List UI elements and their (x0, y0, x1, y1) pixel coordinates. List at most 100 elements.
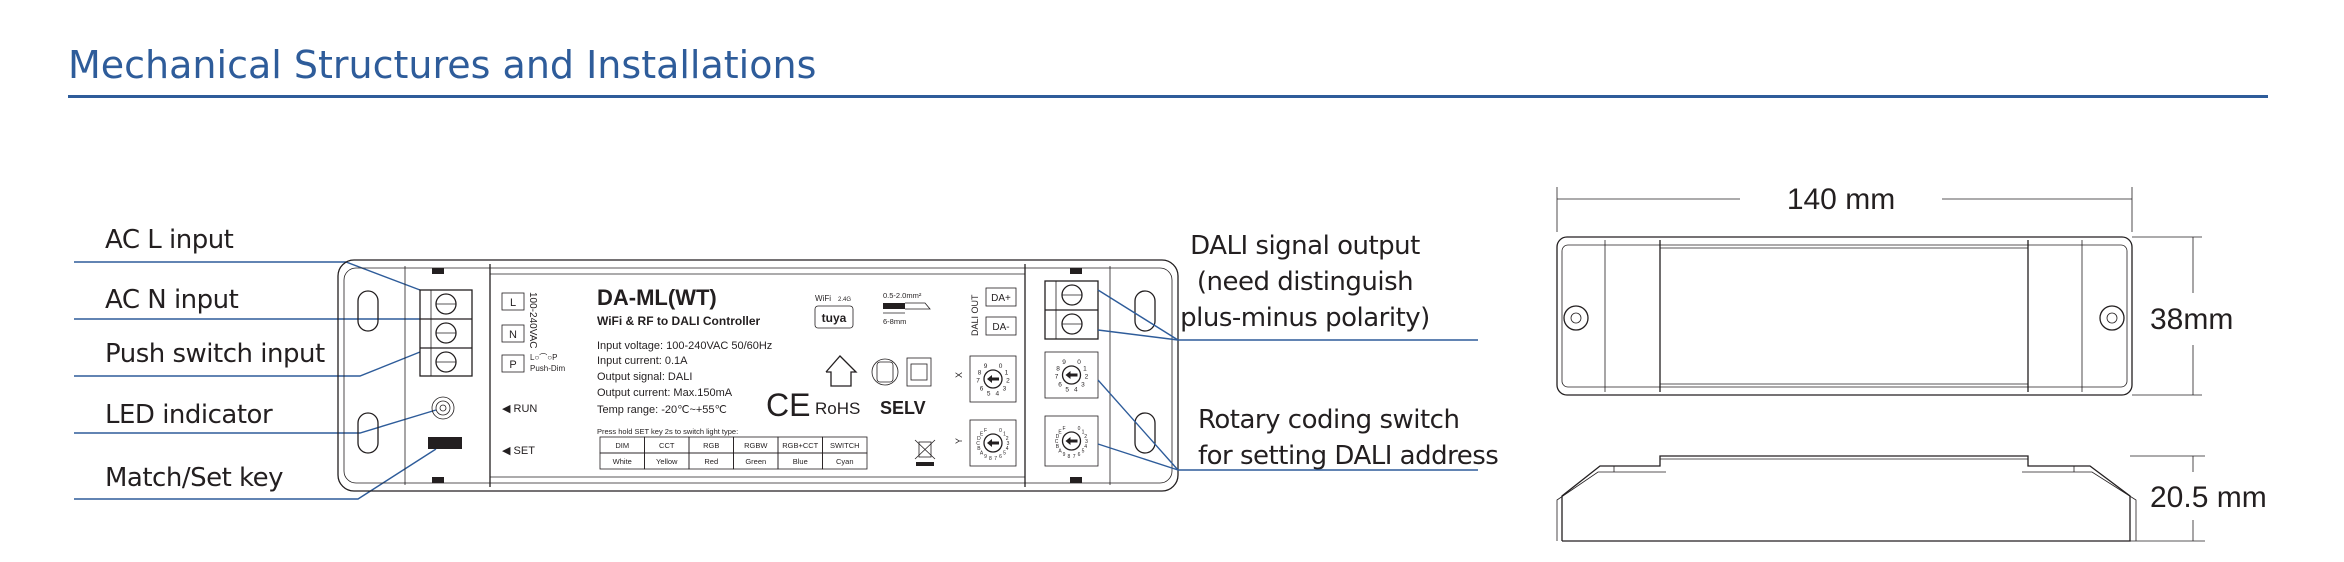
callout-rotary-line1: Rotary coding switch (1198, 405, 1459, 435)
wire-gauge: 0.5-2.0mm² (883, 291, 922, 300)
rotary-digit: 6 (1058, 382, 1062, 389)
rotary-digit: 4 (1006, 446, 1009, 452)
voltage-label: 100-240VAC (527, 292, 538, 349)
length-dimension: 140 mm (1787, 183, 1895, 216)
indoor-use-icon (825, 355, 858, 387)
spec-line: Input current: 0.1A (597, 355, 688, 367)
ce-mark: CE (766, 387, 810, 423)
spec-line: Input voltage: 100-240VAC 50/60Hz (597, 340, 772, 352)
model-name: DA-ML(WT) (597, 285, 717, 310)
spec-line: Temp range: -20℃~+55℃ (597, 404, 727, 416)
table-color: Cyan (836, 457, 854, 466)
table-caption: Press hold SET key 2s to switch light ty… (597, 427, 738, 436)
rotary-y-label: Y (954, 438, 964, 444)
height-dimension: 20.5 mm (2150, 481, 2267, 514)
arrow-icon (1065, 371, 1078, 379)
rotary-digit: 9 (984, 454, 987, 460)
rotary-digit: 5 (1065, 386, 1069, 393)
spec-line: Output current: Max.150mA (597, 387, 733, 399)
rotary-digit: 0 (999, 363, 1003, 370)
strip-length: 6-8mm (883, 317, 906, 326)
rotary-digit: 5 (1003, 451, 1006, 457)
set-key (428, 437, 462, 449)
rotary-digit: 3 (1003, 386, 1007, 393)
rotary-digit: 2 (1006, 378, 1010, 385)
mounting-slot (1134, 412, 1156, 454)
spec-line: Output signal: DALI (597, 371, 692, 383)
rotary-digit: F (984, 428, 987, 434)
rotary-digit: 1 (1082, 429, 1085, 435)
leader-line (74, 409, 437, 434)
table-color: Blue (793, 457, 808, 466)
callout-dali-line1: DALI signal output (1190, 231, 1420, 261)
output-terminal-block (1044, 280, 1099, 340)
independent-icon (906, 357, 932, 387)
rotary-digit: C (1055, 439, 1059, 445)
rotary-digit: 9 (984, 363, 988, 370)
rotary-digit: 5 (1082, 449, 1085, 455)
rotary-digit: 3 (1081, 382, 1085, 389)
rotary-dial (983, 433, 1003, 453)
callout-push-switch: Push switch input (105, 339, 325, 369)
rotary-digit: 7 (976, 378, 980, 385)
leader-line (1097, 329, 1179, 341)
page-title: Mechanical Structures and Installations (68, 43, 816, 87)
rotary-digit: D (977, 436, 981, 442)
table-color: Green (745, 457, 766, 466)
da-minus-label: DA- (992, 322, 1009, 333)
rotary-digit: E (1058, 429, 1062, 435)
mounting-slot (357, 412, 379, 454)
svg-text:tuya: tuya (822, 311, 847, 325)
rotary-digit: 4 (995, 390, 999, 397)
callout-ac-n: AC N input (105, 285, 239, 315)
tuya-logo: tuya (814, 305, 854, 329)
rohs-mark: RoHS (815, 399, 860, 418)
table-header: DIM (615, 441, 629, 450)
rotary-dial (1061, 431, 1082, 451)
table-cell (822, 452, 868, 470)
rotary-dial (1061, 365, 1082, 385)
rotary-digit: 2 (1085, 374, 1089, 381)
set-label: ◀ SET (502, 445, 535, 457)
rotary-digit: 0 (1078, 426, 1081, 432)
rotary-digit: 6 (999, 454, 1002, 460)
rotary-digit: 0 (1077, 359, 1081, 366)
rotary-digit: 4 (1074, 386, 1078, 393)
leader-line (74, 351, 421, 377)
rotary-dial (983, 369, 1003, 389)
da-plus-label: DA+ (991, 293, 1011, 304)
rotary-digit: 1 (1005, 369, 1009, 376)
rotary-digit: 8 (1068, 454, 1071, 460)
table-header: RGBW (744, 441, 768, 450)
mounting-slot (1134, 290, 1156, 332)
class-ii-icon (871, 358, 899, 386)
selv-mark: SELV (880, 398, 926, 418)
arrow-icon (1065, 437, 1078, 445)
table-header: CCT (659, 441, 675, 450)
callout-dali-line2: (need distinguish (1197, 267, 1413, 297)
rotary-digit: 3 (1085, 439, 1088, 445)
rotary-digit: E (980, 431, 984, 437)
rotary-digit: 6 (980, 386, 984, 393)
left-callouts: AC L input AC N input Push switch input … (74, 225, 437, 500)
rotary-x-label: X (954, 372, 964, 378)
led-indicator (431, 396, 455, 420)
rotary-digit: D (1056, 434, 1060, 440)
right-callouts: DALI signal output (need distinguish plu… (1097, 231, 1499, 471)
rotary-digit: 1 (1083, 365, 1087, 372)
mounting-slot (357, 290, 379, 332)
run-label: ◀ RUN (502, 403, 537, 415)
leader-line (1097, 443, 1179, 471)
callout-set-key: Match/Set key (105, 463, 283, 493)
rotary-digit: 9 (1062, 359, 1066, 366)
table-header: SWITCH (830, 441, 860, 450)
controller-device: L N P 100-240VAC L○⌒○P Push-Dim ◀ RUN ◀ … (337, 259, 1179, 492)
table-color: Yellow (656, 457, 678, 466)
callout-rotary-line2: for setting DALI address (1198, 441, 1498, 471)
switch-symbol: L○⌒○P (530, 353, 557, 362)
rotary-digit: F (1062, 426, 1065, 432)
terminal-n-label: N (509, 329, 517, 341)
